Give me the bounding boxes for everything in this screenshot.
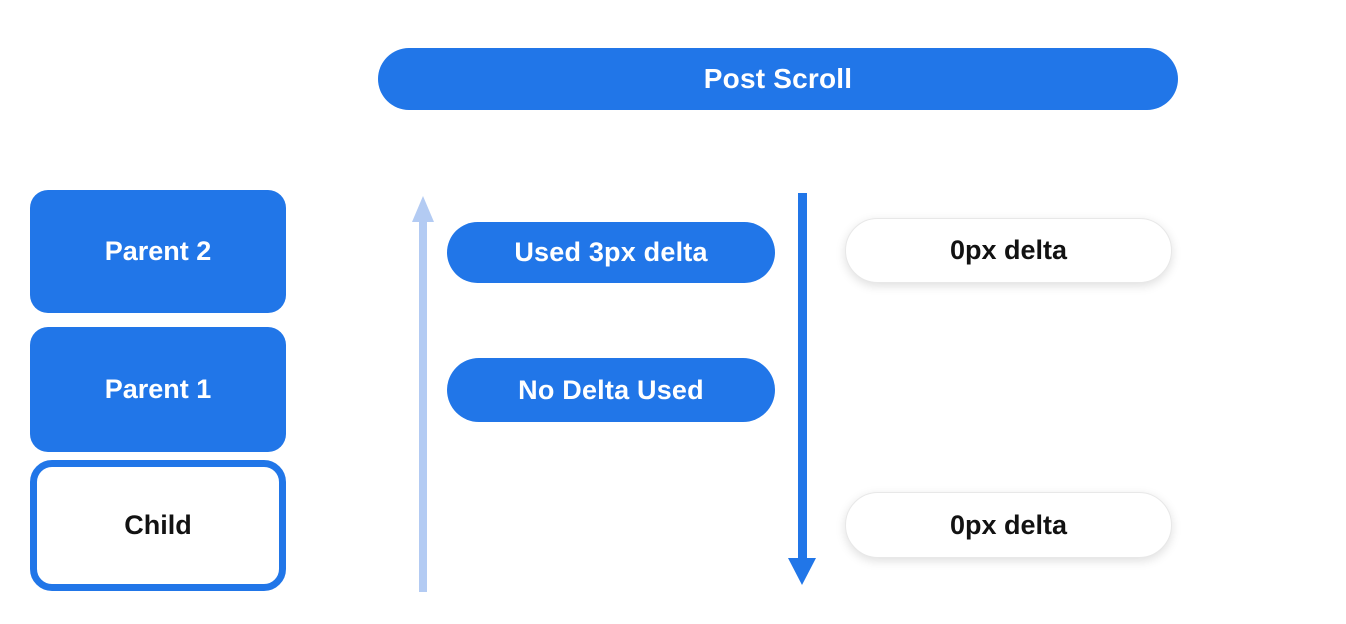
parent1-box: Parent 1 [30,327,286,452]
child-label: Child [124,510,192,540]
parent1-label: Parent 1 [104,374,212,404]
post-scroll-title-pill: Post Scroll [378,48,1178,110]
right-top-delta-label: 0px delta [949,235,1068,265]
used-delta-pill: Used 3px delta [447,222,775,283]
downward-arrow-shaft [798,193,807,560]
right-bottom-delta-pill: 0px delta [845,492,1172,558]
post-scroll-title: Post Scroll [703,63,853,94]
no-delta-label: No Delta Used [518,374,704,405]
upward-arrow-shaft [419,216,427,592]
no-delta-pill: No Delta Used [447,358,775,422]
used-delta-label: Used 3px delta [514,237,708,267]
parent2-label: Parent 2 [104,236,212,266]
upward-arrow-head [412,196,434,222]
downward-arrow-head [788,558,816,585]
right-bottom-delta-label: 0px delta [949,509,1068,540]
child-box: Child [30,460,286,591]
parent2-box: Parent 2 [30,190,286,313]
right-top-delta-pill: 0px delta [845,218,1172,283]
